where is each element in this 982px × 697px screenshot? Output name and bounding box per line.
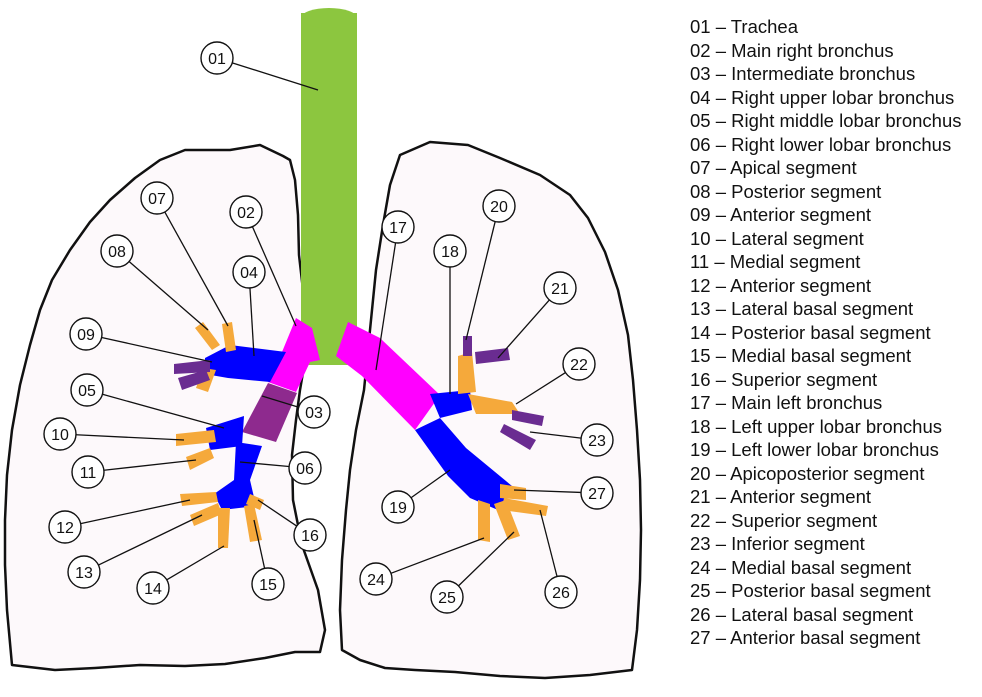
legend-item: 03 – Intermediate bronchus [690, 62, 975, 86]
badge-05: 05 [71, 374, 103, 406]
legend-item: 13 – Lateral basal segment [690, 297, 975, 321]
trachea [301, 13, 357, 365]
badge-19: 19 [382, 491, 414, 523]
badge-number: 15 [259, 577, 277, 594]
badge-number: 21 [551, 281, 569, 298]
badge-06: 06 [289, 452, 321, 484]
legend-item: 25 – Posterior basal segment [690, 579, 975, 603]
badge-number: 09 [77, 327, 95, 344]
badge-number: 06 [296, 461, 314, 478]
badge-number: 13 [75, 565, 93, 582]
badge-10: 10 [44, 418, 76, 450]
badge-07: 07 [141, 182, 173, 214]
badge-02: 02 [230, 196, 262, 228]
legend-item: 16 – Superior segment [690, 368, 975, 392]
badge-13: 13 [68, 556, 100, 588]
legend-item: 01 – Trachea [690, 15, 975, 39]
legend-item: 04 – Right upper lobar bronchus [690, 86, 975, 110]
badge-18: 18 [434, 235, 466, 267]
badge-20: 20 [483, 190, 515, 222]
badge-03: 03 [298, 396, 330, 428]
bronchial-tree-diagram: 01 02 03 04 05 06 07 08 09 10 11 12 13 14 15 16 17 18 19 20… [0, 0, 690, 697]
badge-number: 20 [490, 199, 508, 216]
badge-number: 24 [367, 572, 385, 589]
badge-23: 23 [581, 424, 613, 456]
legend-item: 02 – Main right bronchus [690, 39, 975, 63]
badge-number: 16 [301, 528, 319, 545]
badge-24: 24 [360, 563, 392, 595]
badge-number: 08 [108, 244, 126, 261]
legend-item: 05 – Right middle lobar bronchus [690, 109, 975, 133]
badge-17: 17 [382, 211, 414, 243]
legend-item: 11 – Medial segment [690, 250, 975, 274]
legend-item: 20 – Apicoposterior segment [690, 462, 975, 486]
badge-number: 02 [237, 205, 255, 222]
badge-number: 11 [80, 465, 97, 482]
badge-11: 11 [72, 456, 104, 488]
legend-item: 17 – Main left bronchus [690, 391, 975, 415]
legend-item: 21 – Anterior segment [690, 485, 975, 509]
legend-item: 08 – Posterior segment [690, 180, 975, 204]
legend-item: 09 – Anterior segment [690, 203, 975, 227]
badge-01: 01 [201, 42, 233, 74]
badge-number: 27 [588, 486, 606, 503]
badge-25: 25 [431, 581, 463, 613]
badge-number: 14 [144, 581, 162, 598]
legend-item: 10 – Lateral segment [690, 227, 975, 251]
badge-15: 15 [252, 568, 284, 600]
badge-number: 07 [148, 191, 166, 208]
trachea-top [301, 8, 357, 28]
badge-number: 05 [78, 383, 96, 400]
badge-number: 19 [389, 500, 407, 517]
badge-number: 17 [389, 220, 407, 237]
legend-item: 19 – Left lower lobar bronchus [690, 438, 975, 462]
legend-item: 14 – Posterior basal segment [690, 321, 975, 345]
badge-number: 04 [240, 265, 258, 282]
badge-26: 26 [545, 576, 577, 608]
badge-number: 18 [441, 244, 459, 261]
badge-number: 23 [588, 433, 606, 450]
badge-12: 12 [49, 511, 81, 543]
badge-16: 16 [294, 519, 326, 551]
legend-item: 07 – Apical segment [690, 156, 975, 180]
badge-number: 10 [51, 427, 69, 444]
legend-item: 06 – Right lower lobar bronchus [690, 133, 975, 157]
legend-item: 24 – Medial basal segment [690, 556, 975, 580]
badge-number: 12 [56, 520, 74, 537]
legend-item: 12 – Anterior segment [690, 274, 975, 298]
legend-item: 18 – Left upper lobar bronchus [690, 415, 975, 439]
legend-item: 15 – Medial basal segment [690, 344, 975, 368]
badge-number: 03 [305, 405, 323, 422]
badge-14: 14 [137, 572, 169, 604]
badge-08: 08 [101, 235, 133, 267]
badge-number: 22 [570, 357, 588, 374]
legend-item: 26 – Lateral basal segment [690, 603, 975, 627]
badge-number: 25 [438, 590, 456, 607]
legend-item: 22 – Superior segment [690, 509, 975, 533]
badge-04: 04 [233, 256, 265, 288]
badge-09: 09 [70, 318, 102, 350]
badge-21: 21 [544, 272, 576, 304]
legend-item: 23 – Inferior segment [690, 532, 975, 556]
badge-number: 26 [552, 585, 570, 602]
badge-22: 22 [563, 348, 595, 380]
legend-item: 27 – Anterior basal segment [690, 626, 975, 650]
badge-number: 01 [208, 51, 226, 68]
badge-27: 27 [581, 477, 613, 509]
